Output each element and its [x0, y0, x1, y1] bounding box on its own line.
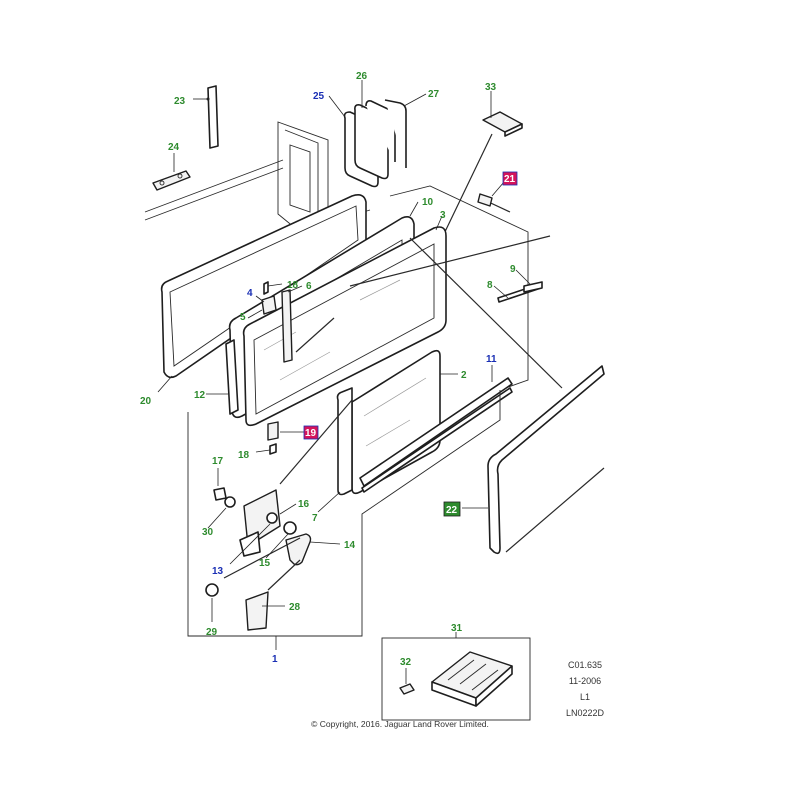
part-11-rail — [359, 365, 513, 493]
part-33-pad — [441, 91, 523, 239]
callout-28: 28 — [289, 602, 301, 613]
callout-8: 8 — [487, 280, 493, 291]
callout-33: 33 — [485, 82, 497, 93]
callout-14: 14 — [344, 540, 356, 551]
part-12-seal — [206, 339, 239, 415]
part-23-strip — [193, 85, 219, 149]
part-7-slider-frame — [317, 387, 353, 513]
reference-id: LN0222D — [565, 708, 605, 718]
callout-6: 6 — [306, 281, 312, 292]
hinge-assembly — [205, 399, 353, 631]
reference-code: C01.635 — [567, 660, 603, 670]
callout-23: 23 — [174, 96, 186, 107]
group-outline-1 — [187, 390, 501, 650]
part-19-bolt — [255, 421, 304, 455]
part-24-clip — [152, 153, 191, 191]
callout-21: 21 — [504, 174, 516, 185]
callout-labels: 1 2 3 4 5 6 7 8 9 10 11 12 13 14 15 16 1… — [140, 71, 516, 668]
callout-5: 5 — [240, 312, 246, 323]
part-21-pin — [477, 181, 511, 213]
callout-16: 16 — [298, 499, 310, 510]
callout-32: 32 — [400, 657, 412, 668]
callout-22: 22 — [446, 505, 458, 516]
callout-24: 24 — [168, 142, 180, 153]
part-3-window-frame — [242, 215, 447, 427]
callout-30: 30 — [202, 527, 214, 538]
callout-25: 25 — [313, 91, 325, 102]
callout-13: 13 — [212, 566, 224, 577]
callout-7: 7 — [312, 513, 318, 524]
callout-19: 19 — [305, 428, 317, 439]
callout-31: 31 — [451, 623, 463, 634]
parts-25-27-seals — [328, 80, 427, 188]
copyright-notice: © Copyright, 2016. Jaguar Land Rover Lim… — [311, 719, 489, 729]
part-22-seal — [462, 365, 605, 555]
badge-21: 21 — [502, 171, 518, 186]
assembly-lines — [295, 235, 563, 389]
callout-20: 20 — [140, 396, 152, 407]
callout-15: 15 — [259, 558, 271, 569]
callout-1: 1 — [272, 654, 278, 665]
part-2-sliding-glass — [351, 349, 458, 495]
box-31 — [381, 632, 531, 721]
callout-29: 29 — [206, 627, 218, 638]
callout-27: 27 — [428, 89, 440, 100]
callout-3: 3 — [440, 210, 446, 221]
callout-2: 2 — [461, 370, 467, 381]
callout-17: 17 — [212, 456, 224, 467]
callout-9: 9 — [510, 264, 516, 275]
callout-4: 4 — [247, 288, 253, 299]
callout-18a: 18 — [287, 280, 299, 291]
badge-19: 19 — [303, 425, 319, 440]
callout-12: 12 — [194, 390, 206, 401]
callout-11: 11 — [486, 354, 497, 365]
badge-22: 22 — [443, 501, 461, 517]
callout-26: 26 — [356, 71, 368, 82]
part-8-channel — [493, 269, 543, 303]
parts-4-6-fixings — [247, 281, 303, 363]
callout-18b: 18 — [238, 450, 250, 461]
reference-level: L1 — [579, 692, 590, 702]
reference-date: 11-2006 — [568, 676, 602, 686]
callout-10: 10 — [422, 197, 434, 208]
